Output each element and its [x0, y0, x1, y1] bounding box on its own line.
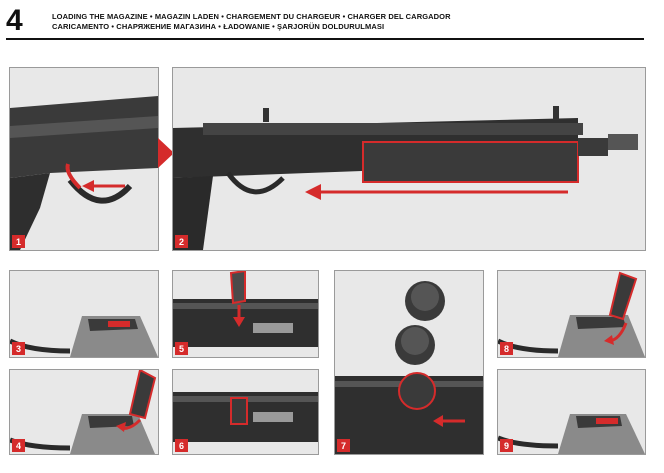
panel-label: 7 [337, 439, 350, 452]
panel-label: 4 [12, 439, 25, 452]
panel-label: 5 [175, 342, 188, 355]
panel-label: 8 [500, 342, 513, 355]
panel-9-illustration [498, 370, 645, 454]
panel-6-illustration [173, 370, 318, 454]
panel-label: 1 [12, 235, 25, 248]
step-number: 4 [6, 4, 23, 37]
panel-5-illustration [173, 271, 318, 357]
panel-2: 2 [172, 67, 646, 251]
panel-7: 7 [334, 270, 484, 455]
panel-2-illustration [173, 68, 645, 250]
header-divider [6, 38, 644, 40]
panel-3: 3 [9, 270, 159, 358]
panel-4: 4 [9, 369, 159, 455]
panel-8: 8 [497, 270, 646, 358]
title-line-2: CARICAMENTO • СНАРЯЖЕНИЕ МАГАЗИНА • ŁADO… [52, 22, 385, 31]
panel-label: 2 [175, 235, 188, 248]
panel-7-illustration [335, 271, 483, 454]
panel-label: 3 [12, 342, 25, 355]
panel-8-illustration [498, 271, 645, 357]
panel-1-illustration [10, 68, 158, 250]
next-step-arrow-icon [158, 138, 174, 168]
panel-3-illustration [10, 271, 158, 357]
panel-4-illustration [10, 370, 158, 454]
title-line-1: LOADING THE MAGAZINE • MAGAZIN LADEN • C… [52, 12, 451, 21]
panel-label: 6 [175, 439, 188, 452]
panel-label: 9 [500, 439, 513, 452]
panel-1: 1 [9, 67, 159, 251]
panel-6: 6 [172, 369, 319, 455]
panel-9: 9 [497, 369, 646, 455]
panel-5: 5 [172, 270, 319, 358]
